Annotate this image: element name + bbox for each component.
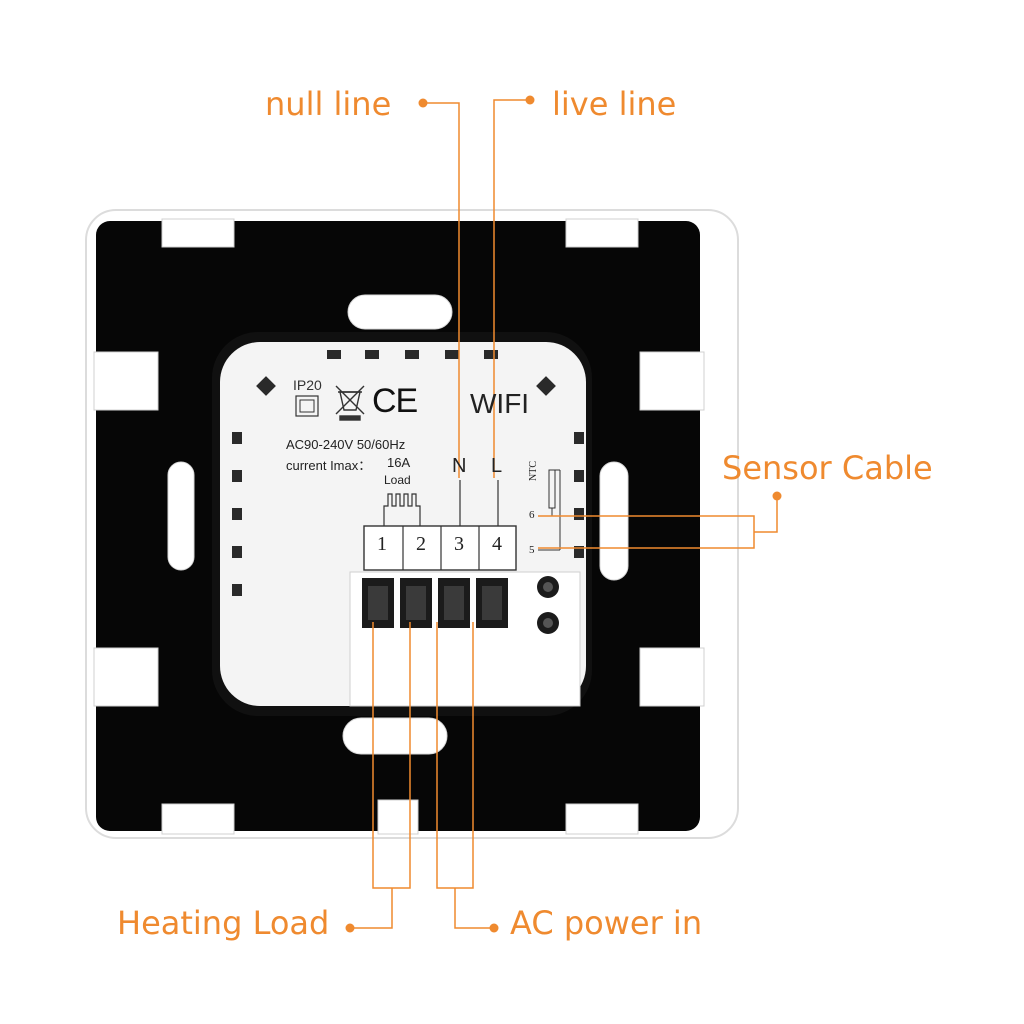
ntc-label: NTC — [528, 461, 539, 481]
ip-rating-text: IP20 — [293, 377, 322, 393]
null-line-label: null line — [265, 85, 392, 123]
mounting-slots — [167, 294, 629, 755]
voltage-text: AC90-240V 50/60Hz — [286, 437, 406, 452]
callout-dots — [345, 95, 782, 933]
leader-lines — [350, 99, 778, 929]
ce-mark: CE — [372, 382, 418, 420]
sensor-cable-label: Sensor Cable — [722, 449, 933, 487]
box-icon — [295, 395, 319, 417]
ac-power-in-label: AC power in — [510, 904, 703, 942]
terminal-number: 3 — [454, 533, 464, 555]
weee-bin-icon — [335, 385, 365, 421]
wifi-text: WIFI — [470, 388, 530, 419]
current-label: current Imax： — [286, 458, 372, 473]
sensor-pin-5: 5 — [529, 544, 535, 556]
terminal-number: 1 — [377, 533, 387, 555]
sensor-screws — [537, 576, 559, 634]
sensor-pin-6: 6 — [529, 509, 535, 521]
heating-load-label: Heating Load — [117, 904, 330, 942]
terminal-number: 2 — [416, 533, 426, 555]
terminal-block — [363, 480, 517, 571]
load-label: Load — [384, 473, 411, 487]
live-line-label: live line — [552, 85, 677, 123]
plate-notches — [93, 218, 705, 835]
live-label: L — [491, 455, 503, 477]
neutral-label: N — [452, 455, 467, 477]
current-value: 16A — [387, 455, 411, 470]
screw-terminals — [362, 578, 508, 628]
vent-slots — [232, 350, 584, 596]
terminal-number: 4 — [492, 533, 502, 555]
